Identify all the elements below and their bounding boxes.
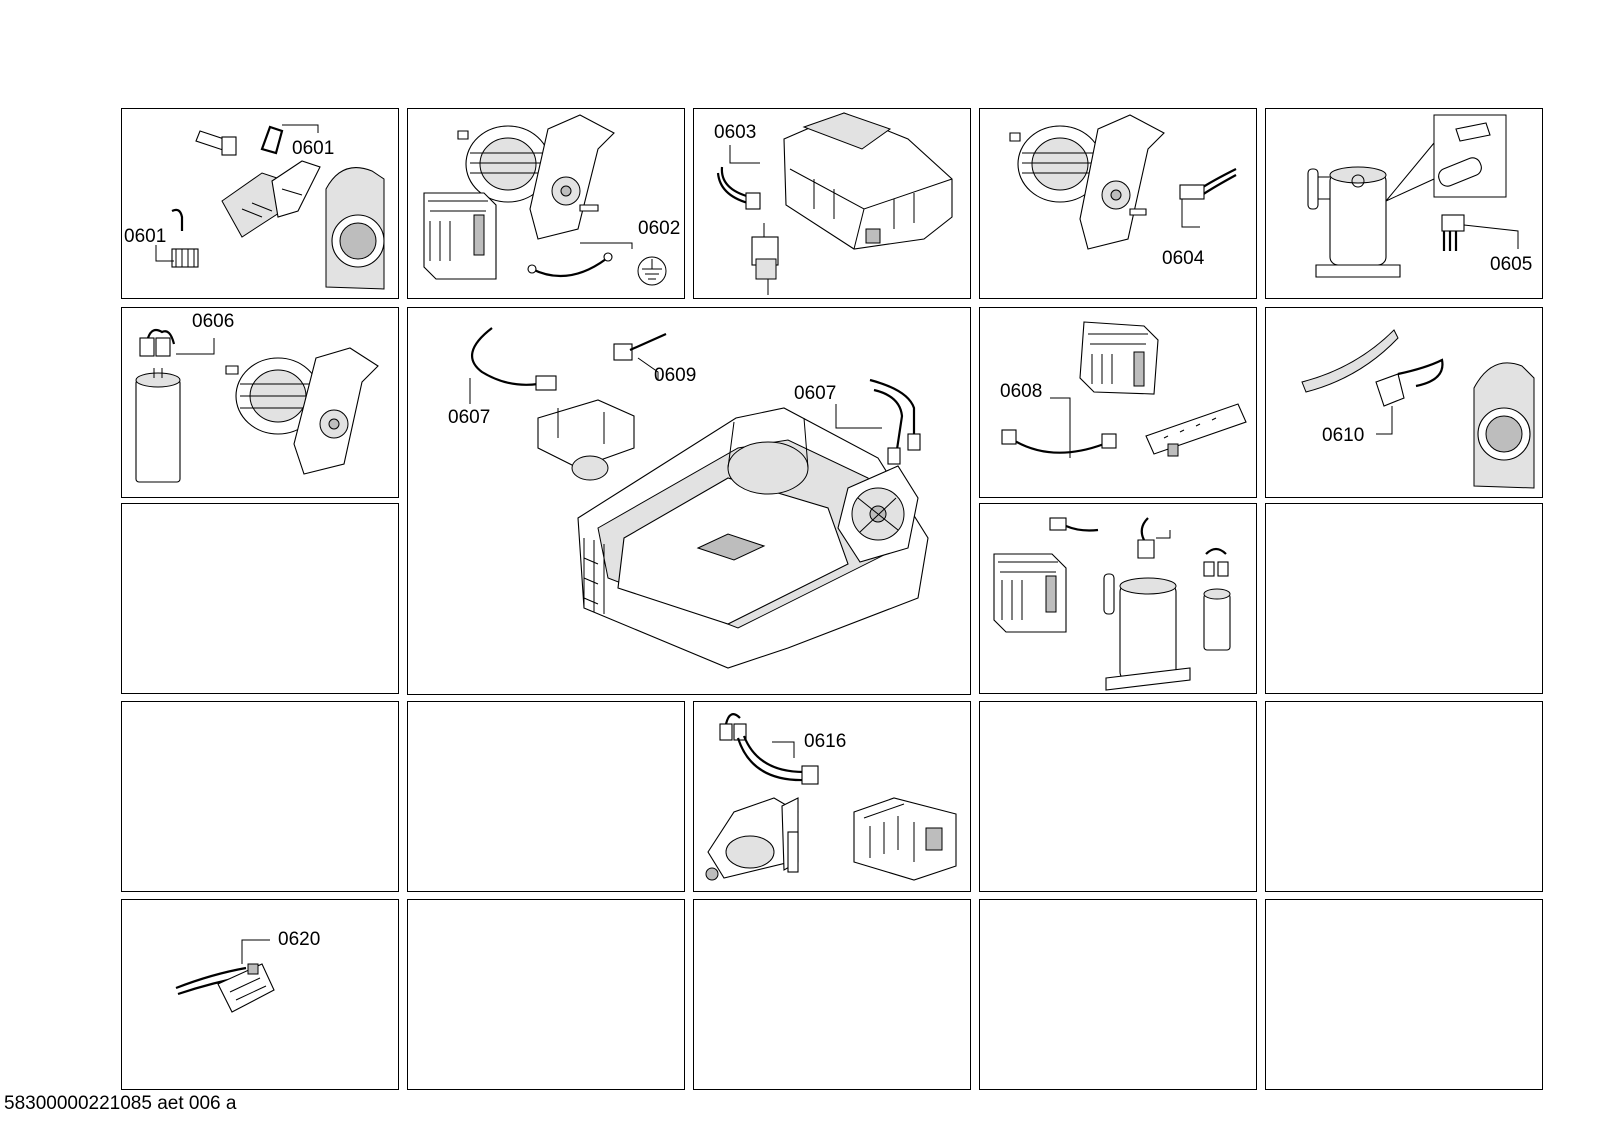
cell-r1c1: 0601 0601 bbox=[121, 108, 399, 299]
cell-r5c4 bbox=[979, 899, 1257, 1090]
drawing-r3c4 bbox=[993, 517, 1231, 691]
cell-r2c5: 0610 bbox=[1265, 307, 1543, 498]
callout-label: 0609 bbox=[654, 365, 697, 386]
callout-label: 0606 bbox=[192, 311, 235, 332]
document-code: 58300000221085 aet 006 a bbox=[4, 1093, 237, 1114]
drawing-r2c1 bbox=[135, 328, 379, 483]
cell-r4c3: 0616 bbox=[693, 701, 971, 892]
cell-r5c3 bbox=[693, 899, 971, 1090]
drawing-r1c1 bbox=[155, 124, 385, 290]
callout-label: 0601 bbox=[292, 138, 335, 159]
cell-r5c2 bbox=[407, 899, 685, 1090]
drawing-r1c3 bbox=[716, 112, 953, 295]
callout-label: 0616 bbox=[804, 731, 847, 752]
callout-label: 0608 bbox=[1000, 381, 1043, 402]
callout-label: 0607 bbox=[794, 383, 837, 404]
cell-r1c2: 0602 bbox=[407, 108, 685, 299]
cell-r4c5 bbox=[1265, 701, 1543, 892]
drawing-r1c2 bbox=[423, 114, 667, 286]
cell-r4c4 bbox=[979, 701, 1257, 892]
drawing-r2c5 bbox=[1301, 329, 1535, 489]
cell-r1c5: 0605 bbox=[1265, 108, 1543, 299]
cell-r2c4: 0608 bbox=[979, 307, 1257, 498]
cell-r3c5 bbox=[1265, 503, 1543, 694]
drawing-r1c5 bbox=[1307, 114, 1519, 278]
callout-label: 0602 bbox=[638, 218, 681, 239]
cell-r2c2-base: 0607 0609 0607 bbox=[407, 307, 971, 695]
ground-symbol-icon bbox=[637, 256, 667, 286]
cell-r3c1 bbox=[121, 503, 399, 694]
callout-label: 0620 bbox=[278, 929, 321, 950]
callout-label: 0605 bbox=[1490, 254, 1533, 275]
callout-label: 0601 bbox=[124, 226, 167, 247]
cell-r2c1: 0606 bbox=[121, 307, 399, 498]
cell-r4c2 bbox=[407, 701, 685, 892]
cell-r4c1 bbox=[121, 701, 399, 892]
drawing-r2c4 bbox=[1001, 321, 1247, 458]
drawing-r5c1 bbox=[175, 939, 275, 1013]
callout-label: 0610 bbox=[1322, 425, 1365, 446]
cell-r3c4 bbox=[979, 503, 1257, 694]
callout-label: 0604 bbox=[1162, 248, 1205, 269]
drawing-base-frame bbox=[469, 327, 929, 669]
cell-r5c5 bbox=[1265, 899, 1543, 1090]
callout-label: 0607 bbox=[448, 407, 491, 428]
drawing-r1c4 bbox=[1009, 114, 1237, 250]
cell-r1c3: 0603 bbox=[693, 108, 971, 299]
drawing-r4c3 bbox=[705, 713, 957, 881]
callout-label: 0603 bbox=[714, 122, 757, 143]
cell-r1c4: 0604 bbox=[979, 108, 1257, 299]
cell-r5c1: 0620 bbox=[121, 899, 399, 1090]
